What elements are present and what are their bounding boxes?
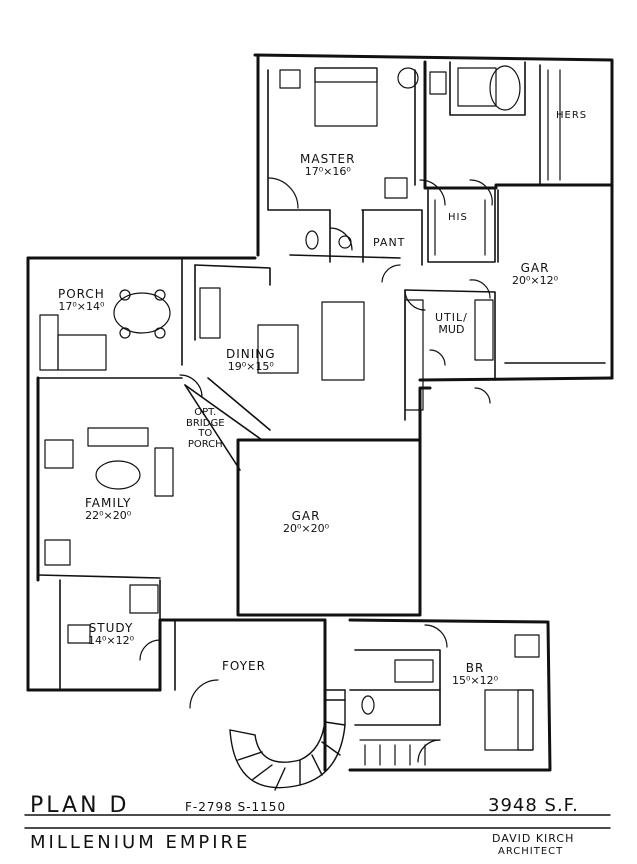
- room-label-pant: PANT: [373, 236, 406, 249]
- room-name: PORCH: [58, 287, 105, 301]
- room-name: PANT: [373, 236, 406, 249]
- room-name: FAMILY: [85, 496, 132, 510]
- project-name: MILLENIUM EMPIRE: [30, 832, 251, 853]
- plan-title: PLAN D: [30, 793, 130, 818]
- room-dimension: 19⁰×15⁰: [227, 360, 274, 374]
- room-name: HIS: [448, 212, 468, 223]
- room-label-family: FAMILY 22⁰×20⁰: [85, 496, 132, 523]
- room-label-master: MASTER 17⁰×16⁰: [300, 152, 356, 179]
- furniture: [39, 65, 561, 766]
- room-label-porch: PORCH 17⁰×14⁰: [58, 287, 105, 314]
- titleblock-lines: [24, 814, 611, 829]
- room-name: BR: [465, 661, 485, 675]
- interior-walls: [37, 61, 606, 726]
- room-name: STUDY: [88, 621, 134, 635]
- room-dimension: 20⁰×12⁰: [512, 274, 559, 288]
- door-swings: [139, 177, 493, 763]
- room-label-study: STUDY 14⁰×12⁰: [88, 621, 135, 648]
- room-name: GAR: [291, 509, 321, 523]
- room-label-garage-small: GAR 20⁰×12⁰: [512, 261, 559, 288]
- note-line: TO: [198, 428, 213, 439]
- room-name: DINING: [226, 347, 276, 361]
- exterior-walls: [26, 53, 614, 772]
- room-label-garage-large: GAR 20⁰×20⁰: [283, 509, 330, 536]
- room-name: MASTER: [300, 152, 356, 166]
- room-name: HERS: [556, 110, 588, 121]
- room-label-foyer: FOYER: [222, 659, 266, 673]
- room-label-br: BR 15⁰×12⁰: [452, 661, 499, 688]
- room-name: UTIL/: [435, 311, 468, 324]
- bridge-note: OPT. BRIDGE TO PORCH: [186, 407, 225, 450]
- room-dimension: 22⁰×20⁰: [85, 509, 132, 523]
- architect-title: ARCHITECT: [498, 846, 564, 857]
- room-dimension: 17⁰×16⁰: [304, 165, 351, 179]
- total-area: 3948 S.F.: [488, 795, 579, 816]
- architect-name: DAVID KIRCH: [492, 832, 575, 845]
- room-dimension: 15⁰×12⁰: [452, 674, 499, 688]
- room-label-hers: HERS: [556, 110, 587, 121]
- spiral-staircase: [229, 689, 346, 791]
- room-name-line2: MUD: [438, 323, 465, 337]
- note-line: PORCH: [187, 438, 223, 450]
- note-line: OPT.: [194, 407, 217, 418]
- room-name: FOYER: [222, 659, 266, 673]
- room-label-util-mud: UTIL/ MUD: [435, 311, 468, 337]
- room-label-dining: DINING 19⁰×15⁰: [226, 347, 276, 374]
- room-name: GAR: [520, 261, 550, 275]
- floor-areas: F-2798 S-1150: [185, 800, 287, 814]
- room-label-his: HIS: [448, 212, 468, 223]
- room-dimension: 14⁰×12⁰: [88, 634, 135, 648]
- room-dimension: 20⁰×20⁰: [283, 522, 330, 536]
- room-dimension: 17⁰×14⁰: [58, 300, 105, 314]
- note-line: BRIDGE: [186, 417, 225, 429]
